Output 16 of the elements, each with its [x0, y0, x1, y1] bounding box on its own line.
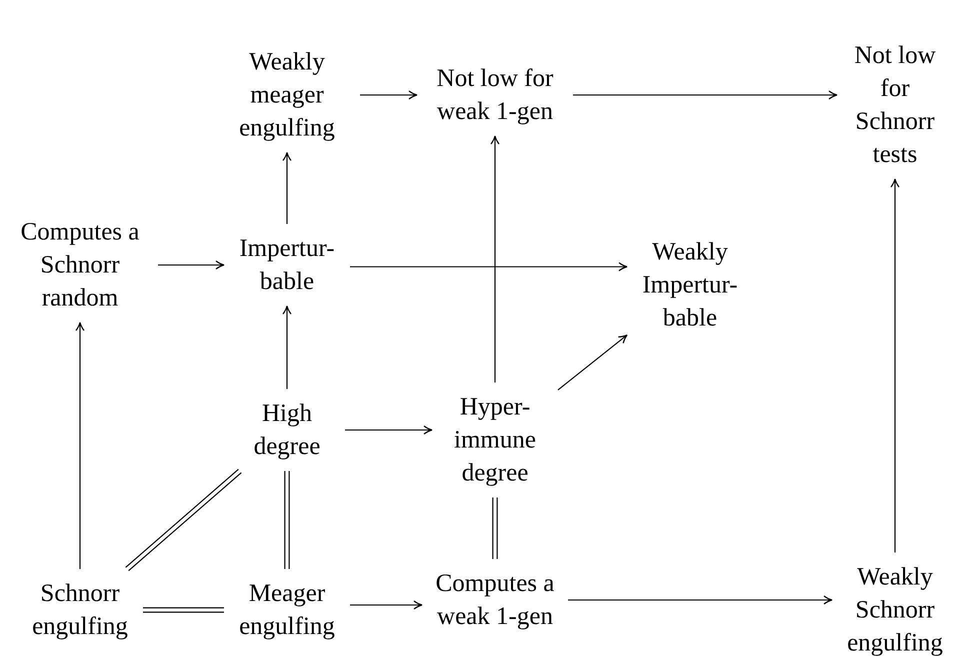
double-line [142, 607, 225, 613]
node-label: High degree [237, 397, 337, 463]
node-label: Hyper- immune degree [440, 390, 550, 490]
node-label: Not low for weak 1-gen [425, 62, 565, 128]
node-label: Schnorr engulfing [25, 577, 135, 643]
node-label: Computes a weak 1-gen [430, 567, 560, 633]
double-line [125, 468, 242, 572]
node-label: Weakly Schnorr engulfing [840, 560, 950, 660]
double-line [284, 470, 290, 570]
node-label: Weakly Impertur- bable [635, 236, 745, 334]
node-label: Computes a Schnorr random [10, 216, 150, 314]
double-line [492, 496, 498, 560]
node-label: Not low for Schnorr tests [845, 39, 945, 171]
node-label: Weakly meager engulfing [222, 46, 352, 144]
node-label: Impertur- bable [232, 232, 342, 298]
node-label: Meager engulfing [232, 577, 342, 643]
